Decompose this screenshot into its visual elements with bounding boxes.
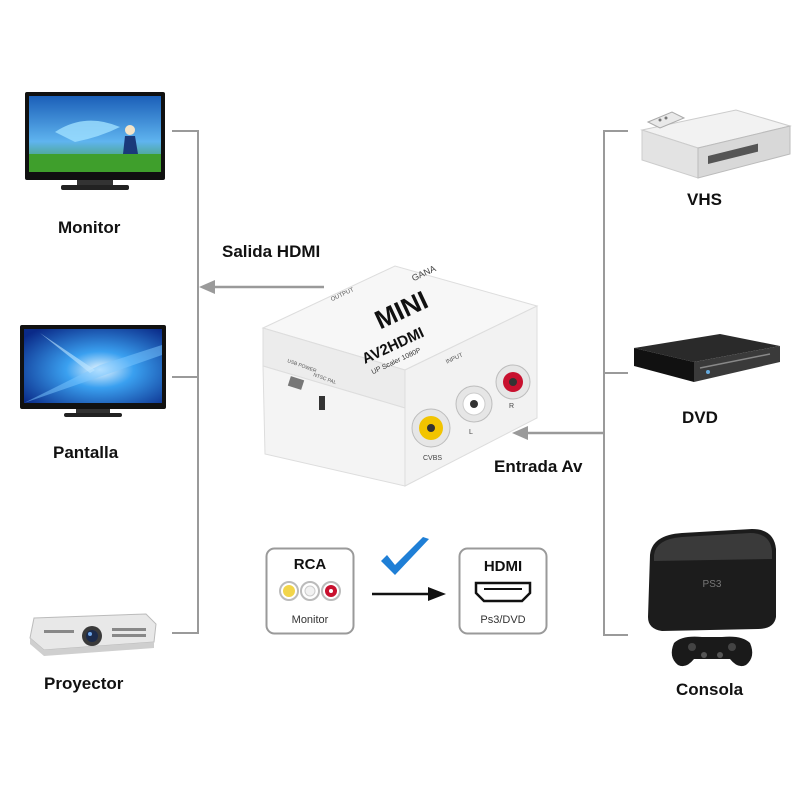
vhs-icon (640, 109, 792, 179)
usb-port (287, 376, 305, 390)
right-bracket-tick-dvd (603, 372, 628, 374)
rca-title: RCA (294, 556, 327, 573)
pantalla-icon (20, 325, 166, 417)
right-bracket-tick-consola (603, 634, 628, 636)
input-label: Entrada Av (494, 457, 583, 476)
hdmi-title: HDMI (484, 558, 522, 575)
consola-icon: PS3 (648, 529, 776, 667)
left-bracket-tick-pantalla (172, 376, 199, 378)
device-label-consola: Consola (676, 680, 744, 699)
output-arrow (199, 280, 324, 294)
port-l-label: L (469, 429, 473, 436)
device-label-pantalla: Pantalla (53, 443, 119, 462)
hdmi-sub: Ps3/DVD (480, 614, 525, 626)
input-arrow (512, 426, 604, 440)
left-bracket-tick-monitor (172, 130, 199, 132)
converter-box: MINI AV2HDMI UP Scaler 1080P GANA OUTPUT… (255, 258, 540, 493)
svg-text:PS3: PS3 (703, 579, 722, 590)
proyector-icon (29, 613, 157, 656)
port-r-label: R (509, 403, 514, 410)
right-bracket-tick-vhs (603, 130, 628, 132)
converter-body: MINI AV2HDMI UP Scaler 1080P GANA OUTPUT… (261, 263, 539, 487)
output-label: Salida HDMI (222, 242, 321, 261)
ntsc-pal-switch[interactable] (319, 396, 325, 410)
monitor-icon (25, 92, 165, 190)
port-l[interactable] (455, 385, 493, 423)
left-bracket-vertical (197, 130, 199, 634)
port-cvbs-label: CVBS (423, 455, 442, 462)
device-label-vhs: VHS (687, 190, 722, 209)
left-bracket-tick-proyector (172, 632, 199, 634)
right-bracket-vertical (603, 130, 605, 636)
hdmi-legend: HDMI Ps3/DVD (458, 547, 548, 635)
port-r[interactable] (495, 364, 531, 400)
device-label-proyector: Proyector (44, 674, 124, 693)
conversion-arrow (372, 587, 446, 601)
port-cvbs[interactable] (411, 408, 451, 448)
dvd-icon (634, 334, 780, 382)
device-label-monitor: Monitor (58, 218, 121, 237)
check-icon (381, 537, 429, 575)
rca-sub: Monitor (292, 614, 329, 626)
rca-legend: RCA Monitor (265, 547, 355, 635)
device-label-dvd: DVD (682, 408, 718, 427)
